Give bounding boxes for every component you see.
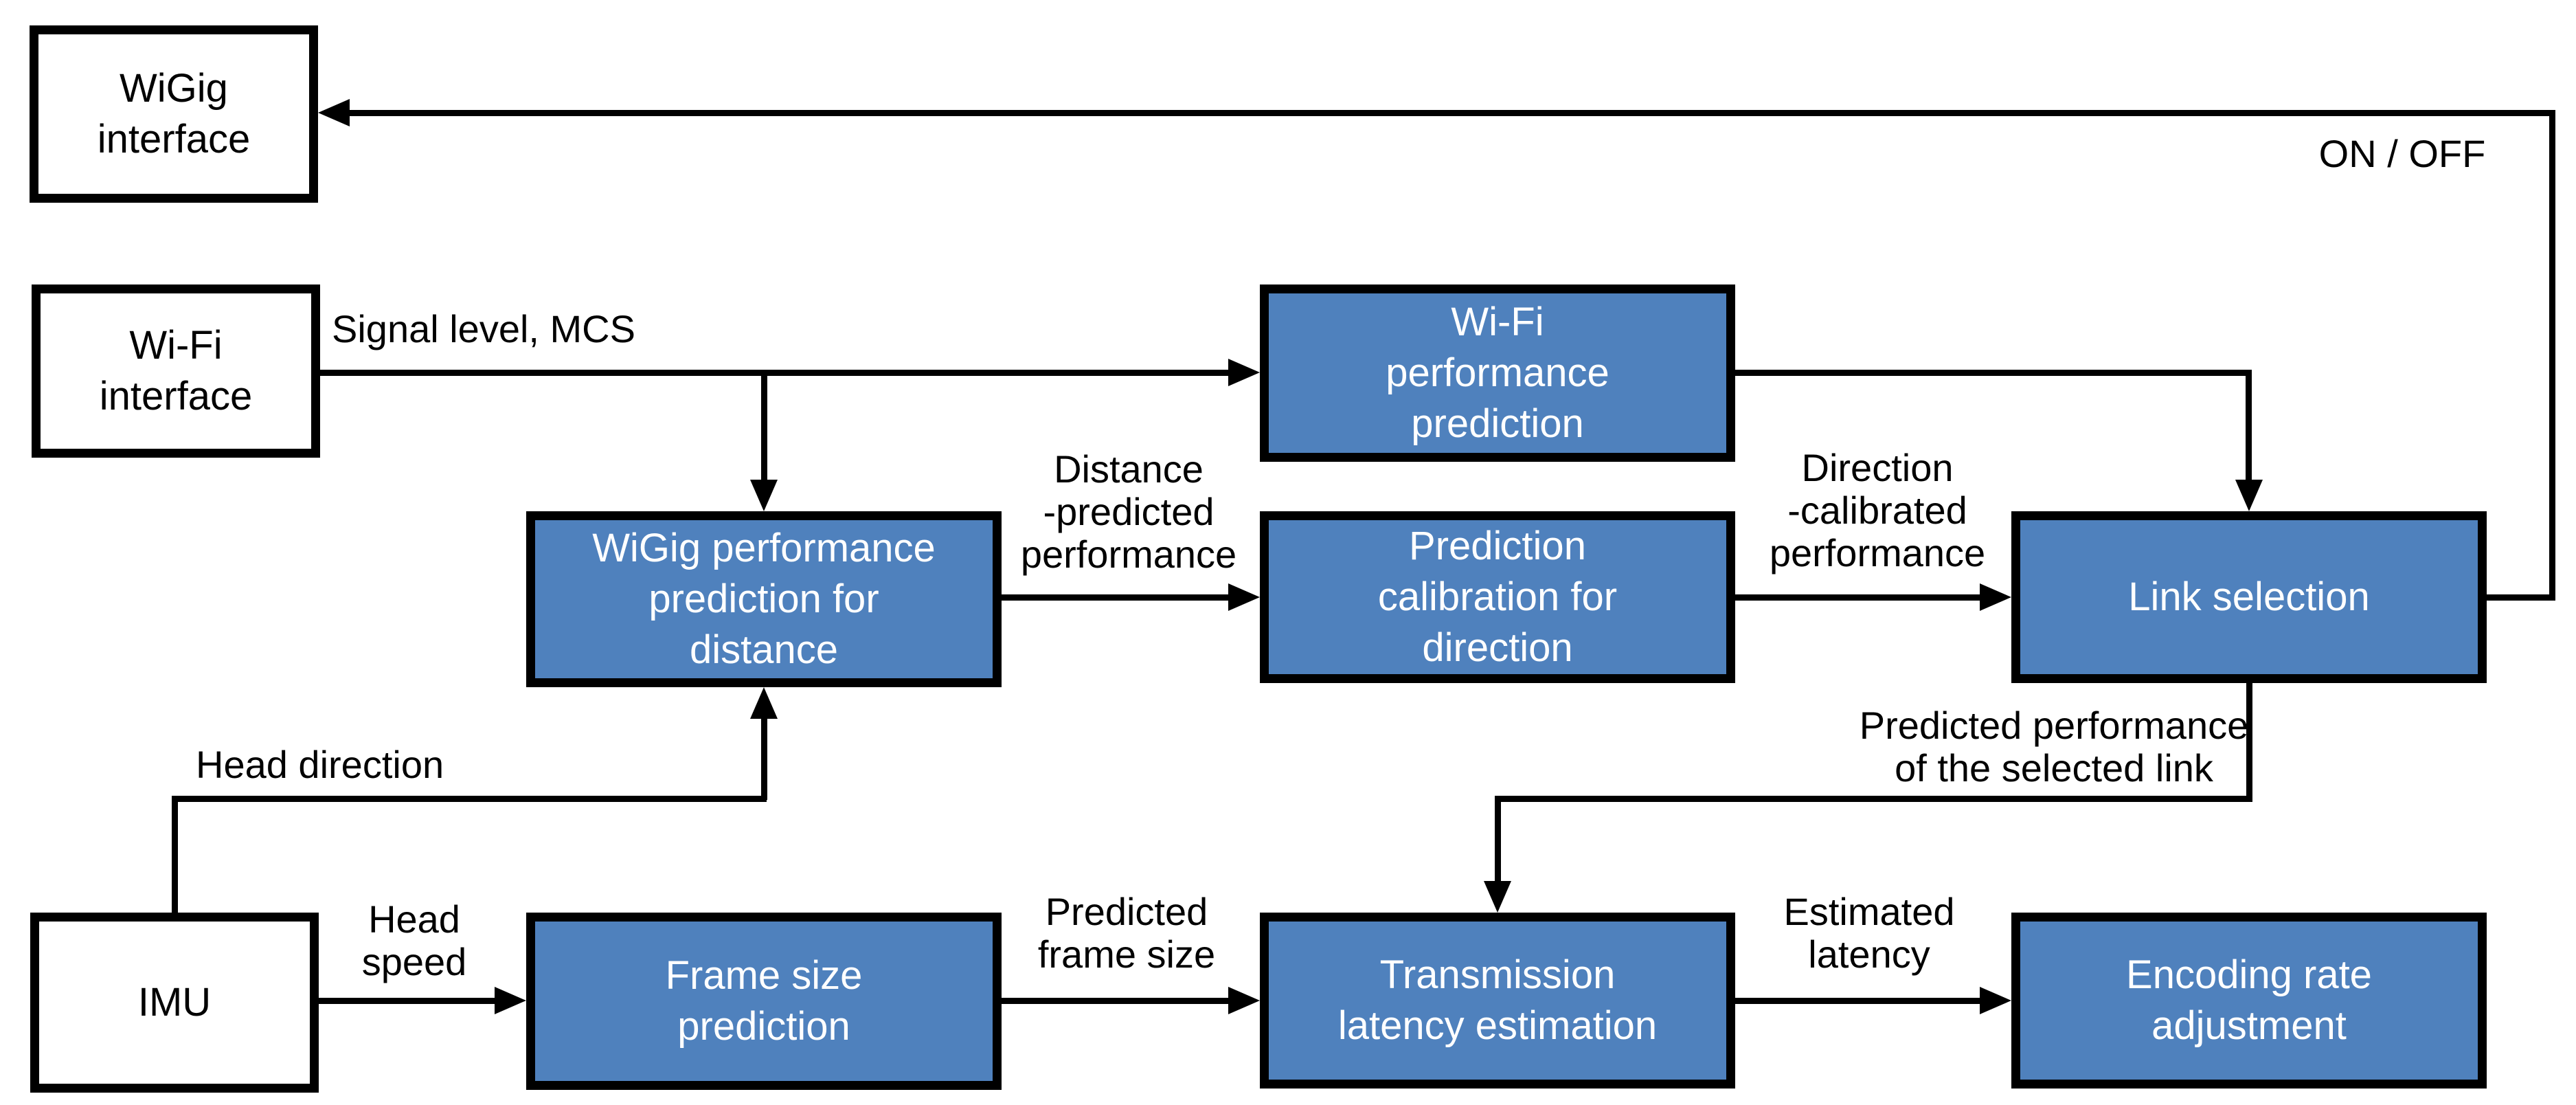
arrow-head-icon xyxy=(750,687,778,719)
connector-line xyxy=(1002,594,1231,601)
connector-line xyxy=(1735,370,2252,376)
arrow-head-icon xyxy=(1228,359,1260,386)
edge-label-on-off: ON / OFF xyxy=(2318,132,2486,175)
connector-line xyxy=(172,796,178,913)
edge-label-direction-calibrated-performance: Direction -calibrated performance xyxy=(1769,446,1986,574)
edge-label-predicted-frame-size: Predicted frame size xyxy=(1037,890,1216,976)
arrow-head-icon xyxy=(2235,480,2263,511)
node-link-selection: Link selection xyxy=(2011,511,2487,683)
arrow-head-icon xyxy=(750,480,778,511)
arrow-head-icon xyxy=(1228,583,1260,611)
edge-label-signal-level: Signal level, MCS xyxy=(332,307,635,350)
arrow-head-icon xyxy=(495,987,526,1014)
node-wifi-interface: Wi-Fi interface xyxy=(32,284,320,458)
connector-line xyxy=(172,796,767,802)
connector-line xyxy=(343,110,2555,116)
connector-line xyxy=(1495,796,1501,884)
node-imu: IMU xyxy=(30,913,319,1093)
connector-line xyxy=(1002,998,1231,1004)
arrow-head-icon xyxy=(1980,583,2011,611)
edge-label-predicted-performance-selected-link: Predicted performance of the selected li… xyxy=(1859,704,2249,790)
arrow-head-icon xyxy=(1980,987,2011,1014)
connector-line xyxy=(1735,998,1982,1004)
arrow-head-icon xyxy=(1484,881,1511,913)
connector-line xyxy=(319,998,497,1004)
connector-line xyxy=(2549,111,2555,601)
node-encoding-rate-adjustment: Encoding rate adjustment xyxy=(2011,913,2487,1089)
connector-line xyxy=(761,716,767,800)
node-wigig-interface: WiGig interface xyxy=(30,25,318,203)
connector-line xyxy=(1495,796,2252,802)
arrow-head-icon xyxy=(1228,987,1260,1014)
connector-line xyxy=(2487,594,2555,601)
node-transmission-latency-estimation: Transmission latency estimation xyxy=(1260,913,1735,1089)
connector-line xyxy=(320,370,1231,376)
connector-line xyxy=(2246,370,2252,482)
edge-label-head-direction: Head direction xyxy=(196,743,444,786)
connector-line xyxy=(2246,683,2252,799)
connector-line xyxy=(1735,594,1982,601)
edge-label-head-speed: Head speed xyxy=(361,897,467,983)
arrow-head-icon xyxy=(318,99,350,126)
node-wigig-performance-prediction: WiGig performance prediction for distanc… xyxy=(526,511,1002,687)
node-frame-size-prediction: Frame size prediction xyxy=(526,913,1002,1090)
edge-label-estimated-latency: Estimated latency xyxy=(1783,890,1955,976)
node-prediction-calibration: Prediction calibration for direction xyxy=(1260,511,1735,683)
connector-line xyxy=(761,370,767,482)
node-wifi-performance-prediction: Wi-Fi performance prediction xyxy=(1260,284,1735,462)
edge-label-distance-predicted-performance: Distance -predicted performance xyxy=(1020,447,1237,576)
